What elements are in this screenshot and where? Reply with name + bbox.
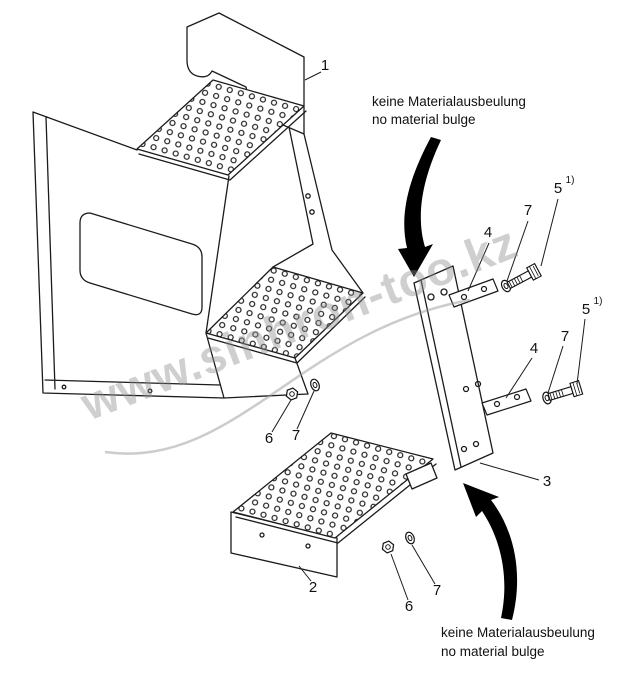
leader-part4-top (467, 242, 490, 292)
leader-part2 (298, 565, 312, 582)
bracket-rear-column (272, 126, 364, 294)
label-part4-mid: 4 (530, 340, 538, 357)
watermark-flourish (104, 298, 471, 455)
label-part1: 1 (321, 57, 329, 74)
label-part5-top: 5 (554, 180, 562, 197)
leader-part7-top (506, 220, 529, 282)
label-part2: 2 (309, 579, 317, 596)
leader-part6-bottom (390, 553, 409, 601)
label-part5-mid-footnote: 1) (594, 296, 603, 307)
part-labels: 1 2 3 4 7 5 1) 4 7 5 1) 6 7 6 7 (265, 57, 603, 615)
leader-part7-bottom (411, 544, 436, 585)
label-part4-top: 4 (484, 224, 492, 241)
leader-part3 (479, 462, 540, 481)
mount-hole (305, 543, 311, 549)
mounting-plate-part3 (413, 265, 494, 471)
leader-part6-left (271, 399, 292, 433)
bulge-arrow-bottom (463, 483, 518, 620)
label-part6-left: 6 (265, 430, 273, 447)
plate-hole (474, 380, 482, 388)
annotation-notes: keine Materialausbeulung no material bul… (372, 94, 595, 659)
mount-hole (259, 532, 265, 538)
backing-plate-middle (481, 388, 532, 416)
plate-hole (462, 385, 470, 393)
leader-part7-left (296, 390, 315, 430)
step-bracket-part1 (32, 12, 366, 399)
label-part5-top-footnote: 1) (566, 175, 575, 186)
step-side-tab (405, 462, 438, 490)
nut-bottom (379, 539, 397, 555)
leader-part5-top (540, 198, 559, 267)
plate-hole (440, 288, 448, 296)
leader-part1 (304, 71, 322, 81)
plate-hole (460, 445, 468, 453)
washer-left (308, 377, 322, 393)
label-part7-top: 7 (524, 202, 532, 219)
bracket-side-wall (32, 111, 309, 399)
bulge-arrows (398, 137, 518, 620)
upper-tread (136, 79, 307, 181)
label-part7-bottom: 7 (433, 582, 441, 599)
bracket-wall-cutout (79, 212, 203, 316)
plate-hole (472, 440, 480, 448)
label-part6-bottom: 6 (405, 598, 413, 615)
bolt-middle (546, 380, 584, 405)
plate-hole (427, 293, 435, 301)
note-top-line1: keine Materialausbeulung (372, 94, 526, 109)
label-part7-left: 7 (292, 427, 300, 444)
plate-body (413, 265, 494, 471)
nut-left (283, 386, 301, 402)
lower-tread (205, 266, 366, 364)
label-part5-mid: 5 (582, 301, 590, 318)
label-part3: 3 (543, 473, 551, 490)
leader-lines (271, 71, 586, 601)
leader-part7-mid (547, 345, 564, 394)
bulge-arrow-top (398, 137, 441, 277)
note-top-line2: no material bulge (372, 112, 476, 127)
rivet-hole (309, 209, 315, 215)
rivet-hole (147, 388, 153, 394)
note-bottom-line2: no material bulge (441, 644, 545, 659)
note-bottom-line1: keine Materialausbeulung (441, 625, 595, 640)
backing-plates-part4 (448, 278, 532, 416)
rivet-hole (61, 384, 67, 390)
rivet-hole (305, 193, 311, 199)
leader-part4-mid (505, 357, 533, 399)
washer-bottom (403, 530, 417, 546)
step-part2 (230, 432, 438, 578)
leader-part5-mid (576, 318, 586, 385)
label-part7-mid: 7 (561, 328, 569, 345)
